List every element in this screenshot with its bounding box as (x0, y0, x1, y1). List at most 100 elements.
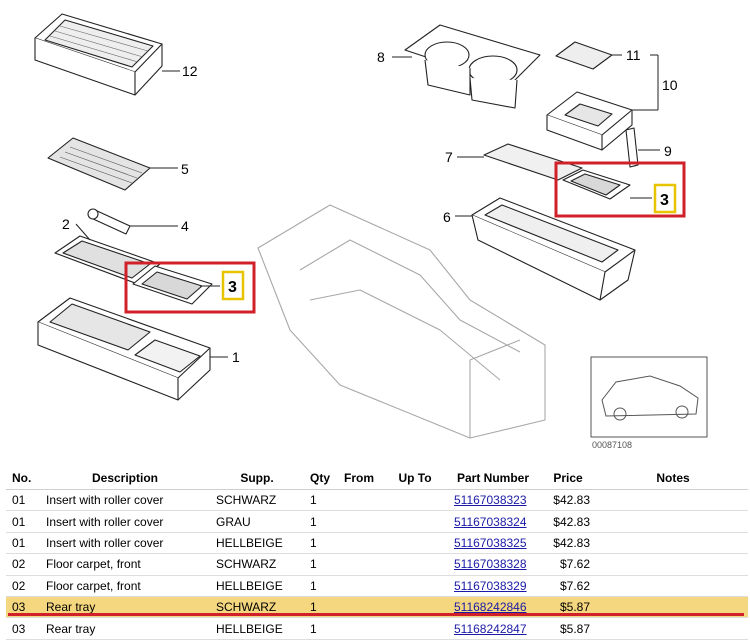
header-notes: Notes (598, 466, 748, 490)
table-row: 02 Floor carpet, front SCHWARZ 1 5116703… (6, 553, 748, 576)
cell-qty: 1 (304, 553, 336, 576)
part-10-drawing (546, 91, 633, 151)
vehicle-thumbnail (590, 356, 708, 438)
cell-from (336, 575, 382, 597)
table-row: 01 Insert with roller cover HELLBEIGE 1 … (6, 532, 748, 555)
parts-table: No. Description Supp. Qty From Up To Par… (6, 466, 748, 640)
cell-notes (598, 553, 748, 576)
cell-from (336, 617, 382, 640)
cell-price: $7.62 (538, 575, 598, 597)
callout-7: 7 (445, 149, 453, 165)
part-11-drawing (555, 41, 613, 70)
header-from: From (336, 466, 382, 490)
table-row: 03 Rear tray HELLBEIGE 1 51168242847 $5.… (6, 617, 748, 640)
callout-8: 8 (377, 49, 385, 65)
cell-notes (598, 532, 748, 555)
cell-price: $5.87 (538, 596, 598, 619)
highlight-underline (8, 613, 744, 616)
callout-9: 9 (664, 143, 672, 159)
part-8-drawing (404, 24, 541, 109)
callout-1: 1 (232, 349, 240, 365)
cell-description: Insert with roller cover (40, 489, 210, 512)
part-number-link[interactable]: 51167038329 (454, 578, 527, 593)
part-4-drawing (87, 208, 131, 235)
cell-from (336, 553, 382, 576)
callout-11: 11 (626, 47, 641, 63)
cell-upto (382, 532, 448, 555)
diagram-id: 00087108 (592, 440, 632, 450)
cell-part-number: 51167038323 (448, 489, 538, 512)
table-row-highlighted: 03 Rear tray SCHWARZ 1 51168242846 $5.87 (6, 596, 748, 619)
cell-upto (382, 553, 448, 576)
callout-3-left: 3 (228, 279, 237, 296)
highlight-box-right (554, 161, 686, 218)
callout-2: 2 (62, 216, 70, 232)
highlight-label-box-right (653, 183, 677, 214)
cell-supp: HELLBEIGE (210, 532, 304, 555)
cell-description: Floor carpet, front (40, 553, 210, 576)
callout-5: 5 (181, 161, 189, 177)
part-number-link[interactable]: 51167038323 (454, 493, 527, 508)
cell-no: 03 (6, 596, 40, 619)
cell-no: 03 (6, 617, 40, 640)
cell-upto (382, 596, 448, 619)
cell-qty: 1 (304, 532, 336, 555)
part-12-drawing (34, 13, 163, 96)
cell-notes (598, 617, 748, 640)
header-price: Price (538, 466, 598, 490)
cell-no: 02 (6, 575, 40, 597)
part-number-link[interactable]: 51167038325 (454, 535, 527, 550)
header-qty: Qty (304, 466, 336, 490)
callout-4: 4 (181, 218, 189, 234)
cell-notes (598, 575, 748, 597)
header-description: Description (40, 466, 210, 490)
cell-no: 01 (6, 532, 40, 555)
part-5-drawing (47, 137, 151, 191)
header-upto: Up To (382, 466, 448, 490)
cell-description: Insert with roller cover (40, 532, 210, 555)
part-6-drawing (471, 197, 636, 301)
cell-no: 01 (6, 489, 40, 512)
cell-no: 01 (6, 510, 40, 533)
cell-notes (598, 489, 748, 512)
part-9-drawing (625, 127, 639, 168)
cell-notes (598, 596, 748, 619)
cell-description: Rear tray (40, 617, 210, 640)
cell-qty: 1 (304, 575, 336, 597)
header-no: No. (6, 466, 40, 490)
callout-10: 10 (662, 77, 678, 93)
cell-notes (598, 510, 748, 533)
cell-qty: 1 (304, 596, 336, 619)
cell-from (336, 532, 382, 555)
cell-part-number: 51167038328 (448, 553, 538, 576)
part-3-right-drawing (562, 169, 631, 200)
part-number-link[interactable]: 51168242846 (454, 600, 527, 615)
cell-supp: SCHWARZ (210, 553, 304, 576)
part-number-link[interactable]: 51168242847 (454, 621, 527, 636)
cell-qty: 1 (304, 489, 336, 512)
header-supp: Supp. (210, 466, 304, 490)
cell-description: Insert with roller cover (40, 510, 210, 533)
callout-12: 12 (182, 63, 198, 79)
part-number-link[interactable]: 51167038328 (454, 557, 527, 572)
cell-supp: GRAU (210, 510, 304, 533)
table-row: 01 Insert with roller cover SCHWARZ 1 51… (6, 489, 748, 512)
table-row: 02 Floor carpet, front HELLBEIGE 1 51167… (6, 575, 748, 597)
highlight-box-left (124, 261, 256, 314)
cell-upto (382, 617, 448, 640)
cell-price: $7.62 (538, 553, 598, 576)
cell-upto (382, 510, 448, 533)
cell-part-number: 51168242846 (448, 596, 538, 619)
cell-supp: SCHWARZ (210, 489, 304, 512)
part-number-link[interactable]: 51167038324 (454, 514, 527, 529)
cell-no: 02 (6, 553, 40, 576)
cell-from (336, 510, 382, 533)
cell-from (336, 596, 382, 619)
callout-6: 6 (443, 209, 451, 225)
cell-from (336, 489, 382, 512)
header-part-number: Part Number (448, 466, 538, 490)
exploded-parts-diagram: 12 5 4 2 1 8 11 10 9 7 6 3 3 00087108 (34, 13, 708, 450)
cell-qty: 1 (304, 510, 336, 533)
cell-supp: HELLBEIGE (210, 575, 304, 597)
callout-3-right: 3 (660, 192, 669, 209)
